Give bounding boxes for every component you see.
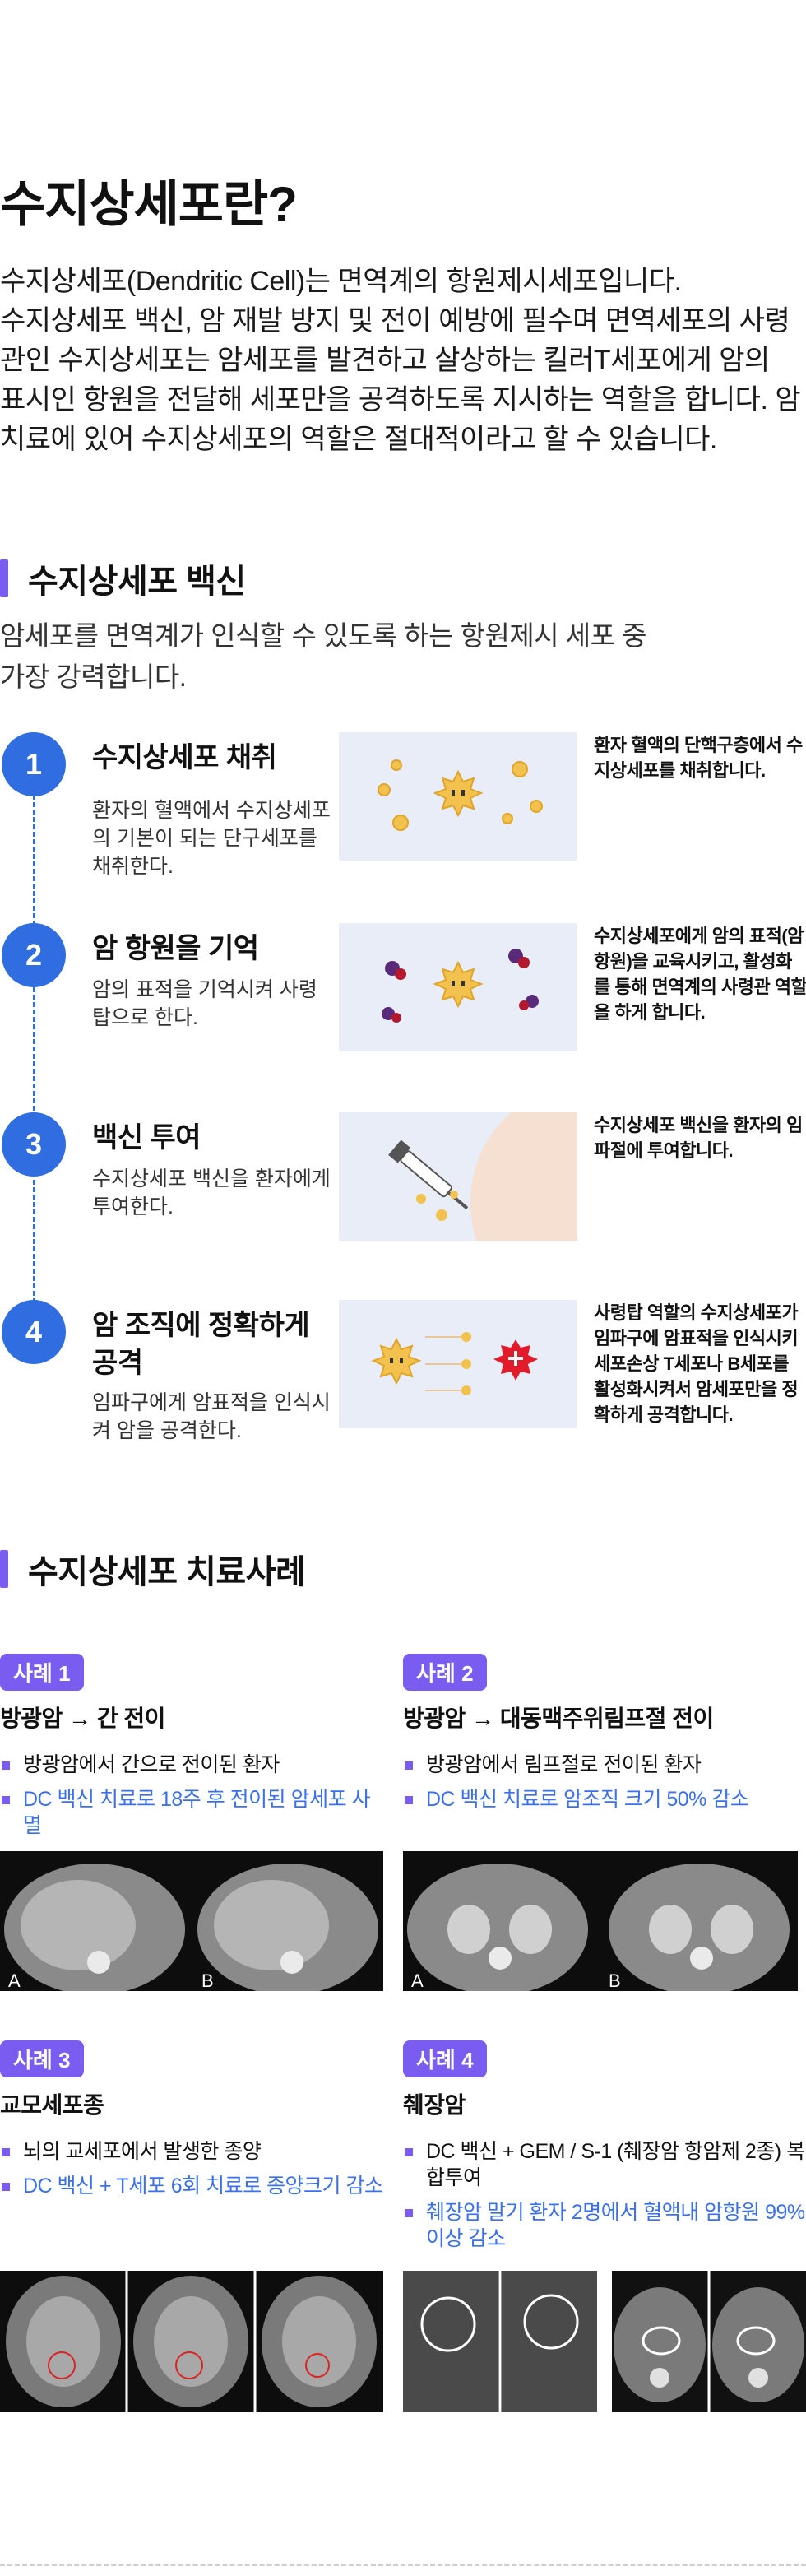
- scan-label-b: B: [202, 1970, 214, 1991]
- case-highlight: 췌장암 말기 환자 2명에서 혈액내 암항원 99%이상 감소: [403, 2199, 806, 2252]
- case-bullet: 방광암에서 간으로 전이된 환자: [0, 1752, 387, 1778]
- intro-paragraph-2: 수지상세포 백신, 암 재발 방지 및 전이 예방에 필수며 면역세포의 사령관…: [0, 305, 801, 455]
- bottom-divider: [0, 2564, 806, 2566]
- case-title-2: 방광암 → 대동맥주위림프절 전이: [403, 1706, 714, 1731]
- case-3: 사례 3 교모세포종 뇌의 교세포에서 발생한 종양 DC 백신 + T세포 6…: [0, 2040, 387, 2207]
- step-desc-1: 환자의 혈액에서 수지상세포의 기본이 되는 단구세포를 채취한다.: [92, 799, 331, 878]
- scan-label-a: A: [8, 1970, 21, 1991]
- case-list-1: 방광암에서 간으로 전이된 환자 DC 백신 치료로 18주 후 전이된 암세포…: [0, 1752, 387, 1839]
- vaccine-desc-line-2: 가장 강력합니다.: [0, 661, 187, 692]
- page-title: 수지상세포란?: [0, 177, 298, 232]
- case-2-ct-scan: A B: [403, 1851, 798, 1991]
- intro-text: 수지상세포(Dendritic Cell)는 면역계의 항원제시세포입니다. 수…: [0, 262, 802, 459]
- syringe-icon: [388, 1112, 577, 1241]
- step-desc-4: 임파구에게 암표적을 인식시켜 암을 공격한다.: [92, 1391, 331, 1442]
- step-number-2: 2: [2, 923, 66, 987]
- case-2: 사례 2 방광암 → 대동맥주위림프절 전이 방광암에서 림프절로 전이된 환자…: [403, 1654, 806, 1821]
- case-4: 사례 4 췌장암 DC 백신 + GEM / S-1 (췌장암 항암제 2종) …: [403, 2040, 806, 2260]
- attack-cell-icon: [371, 1332, 538, 1395]
- intro-paragraph-1: 수지상세포(Dendritic Cell)는 면역계의 항원제시세포입니다.: [0, 266, 682, 297]
- ct-scan-image: A B: [0, 1851, 383, 1991]
- case-title-4: 췌장암: [403, 2092, 466, 2118]
- step-note-2: 수지상세포에게 암의 표적(암 항원)을 교육시키고, 활성화를 통해 면역계의…: [594, 926, 806, 1023]
- case-highlight: DC 백신 + T세포 6회 치료로 종양크기 감소: [0, 2173, 387, 2199]
- step-illustration-2: [339, 923, 577, 1051]
- step-title-2: 암 항원을 기억: [92, 933, 259, 964]
- case-3-mri-scan: [0, 2271, 383, 2412]
- case-highlight: DC 백신 치료로 18주 후 전이된 암세포 사멸: [0, 1786, 387, 1839]
- case-4-ct-scan-1: [403, 2271, 597, 2412]
- case-badge-3: 사례 3: [0, 2040, 84, 2077]
- step-title-4: 암 조직에 정확하게 공격: [92, 1310, 310, 1379]
- case-list-3: 뇌의 교세포에서 발생한 종양 DC 백신 + T세포 6회 치료로 종양크기 …: [0, 2138, 387, 2199]
- vaccine-desc-line-1: 암세포를 면역계가 인식할 수 있도록 하는 항원제시 세포 중: [0, 620, 647, 651]
- step-illustration-4: [339, 1300, 577, 1428]
- case-title-3: 교모세포종: [0, 2092, 104, 2118]
- case-1-ct-scan: A B: [0, 1851, 383, 1991]
- section-header-cases: 수지상세포 치료사례: [0, 1545, 306, 1593]
- antigen-cell-icon: [382, 949, 539, 1023]
- case-bullet: DC 백신 + GEM / S-1 (췌장암 항암제 2종) 복합투여: [403, 2138, 806, 2191]
- step-number-4: 4: [2, 1300, 66, 1364]
- case-highlight: DC 백신 치료로 암조직 크기 50% 감소: [403, 1786, 806, 1812]
- dendritic-cell-icon: [378, 759, 543, 831]
- step-illustration-1: [339, 732, 577, 861]
- timeline-dashed-line: [33, 765, 35, 1333]
- case-list-2: 방광암에서 림프절로 전이된 환자 DC 백신 치료로 암조직 크기 50% 감…: [403, 1752, 806, 1812]
- step-number-1: 1: [2, 732, 66, 796]
- case-list-4: DC 백신 + GEM / S-1 (췌장암 항암제 2종) 복합투여 췌장암 …: [403, 2138, 806, 2252]
- step-illustration-3: [339, 1112, 577, 1241]
- case-1: 사례 1 방광암 → 간 전이 방광암에서 간으로 전이된 환자 DC 백신 치…: [0, 1654, 387, 1847]
- case-bullet: 뇌의 교세포에서 발생한 종양: [0, 2138, 387, 2165]
- section-accent-bar: [0, 559, 8, 597]
- ct-scan-image: A B: [403, 1851, 798, 1991]
- case-bullet: 방광암에서 림프절로 전이된 환자: [403, 1752, 806, 1778]
- step-note-1: 환자 혈액의 단핵구층에서 수지상세포를 채취합니다.: [594, 735, 803, 781]
- step-number-3: 3: [2, 1112, 66, 1177]
- step-title-3: 백신 투여: [92, 1122, 202, 1153]
- section-accent-bar: [0, 1550, 8, 1588]
- section-title-vaccine: 수지상세포 백신: [28, 564, 246, 600]
- vaccine-description: 암세포를 면역계가 인식할 수 있도록 하는 항원제시 세포 중 가장 강력합니…: [0, 615, 647, 698]
- step-desc-2: 암의 표적을 기억시켜 사령탑으로 한다.: [92, 978, 317, 1029]
- step-desc-3: 수지상세포 백신을 환자에게 투여한다.: [92, 1167, 331, 1218]
- step-note-4: 사령탑 역할의 수지상세포가 임파구에 암표적을 인식시키 세포손상 T세포나 …: [594, 1302, 799, 1425]
- ct-scan-image: [612, 2271, 806, 2412]
- scan-label-a: A: [411, 1970, 424, 1991]
- case-badge-1: 사례 1: [0, 1654, 84, 1691]
- case-title-1: 방광암 → 간 전이: [0, 1706, 165, 1731]
- step-title-1: 수지상세포 채취: [92, 742, 277, 773]
- section-header-vaccine: 수지상세포 백신: [0, 555, 246, 602]
- ct-scan-image: [403, 2271, 597, 2412]
- section-title-cases: 수지상세포 치료사례: [28, 1554, 306, 1590]
- mri-scan-image: [0, 2271, 383, 2412]
- case-badge-4: 사례 4: [403, 2040, 487, 2077]
- step-note-3: 수지상세포 백신을 환자의 임파절에 투여합니다.: [594, 1115, 803, 1161]
- scan-label-b: B: [609, 1970, 621, 1991]
- case-4-ct-scan-2: [612, 2271, 806, 2412]
- case-badge-2: 사례 2: [403, 1654, 487, 1691]
